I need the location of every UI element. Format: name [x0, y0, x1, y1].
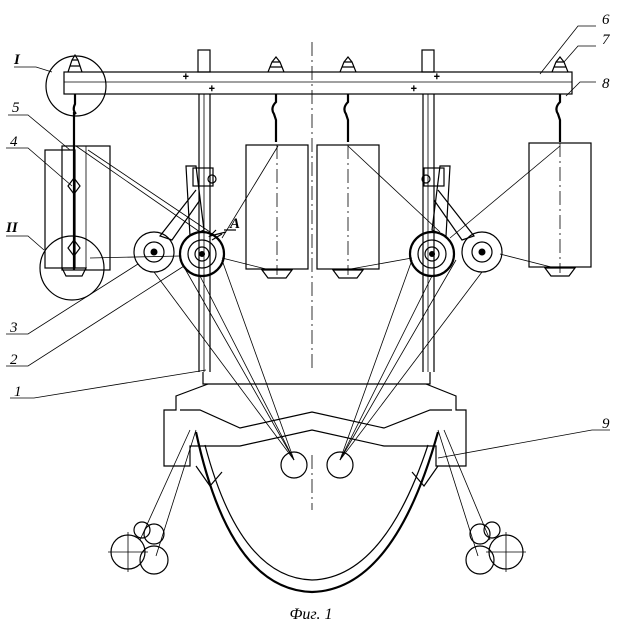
- right-lever-assembly: [410, 166, 502, 276]
- machine-drawing: + + + +: [0, 0, 622, 600]
- label-II: II: [5, 220, 19, 236]
- svg-text:+: +: [411, 84, 417, 95]
- svg-text:+: +: [209, 84, 215, 95]
- label-I: I: [13, 52, 21, 68]
- label-9: 9: [602, 416, 610, 432]
- label-5: 5: [12, 100, 20, 116]
- svg-text:+: +: [434, 72, 440, 83]
- detail-circle-I: [46, 56, 106, 116]
- hanger-far-right: [552, 57, 568, 142]
- label-1: 1: [14, 384, 22, 400]
- left-post: [198, 50, 210, 372]
- figure-caption: Фиг. 1: [0, 606, 622, 624]
- label-6: 6: [602, 12, 610, 28]
- label-A: A: [229, 216, 240, 232]
- bobbin-4: [529, 143, 591, 276]
- yarn-paths: [76, 146, 560, 556]
- label-7: 7: [602, 32, 611, 48]
- label-3: 3: [9, 320, 18, 336]
- label-8: 8: [602, 76, 610, 92]
- hanger-far-left: [68, 55, 82, 114]
- bottom-rollers-right: [466, 522, 526, 574]
- lower-frame: [164, 372, 466, 592]
- bobbin-3: [317, 145, 379, 278]
- svg-text:+: +: [183, 72, 189, 83]
- hanger-center-left: [268, 57, 284, 142]
- right-post: [422, 50, 434, 372]
- label-4: 4: [10, 134, 18, 150]
- bobbin-2: [246, 145, 308, 278]
- top-beam: + + + +: [64, 72, 572, 95]
- label-2: 2: [10, 352, 18, 368]
- left-lever-assembly: [134, 166, 236, 276]
- bottom-rollers-left: [108, 522, 168, 574]
- hanger-center-right: [340, 57, 356, 142]
- bobbin-left-group: [45, 112, 110, 276]
